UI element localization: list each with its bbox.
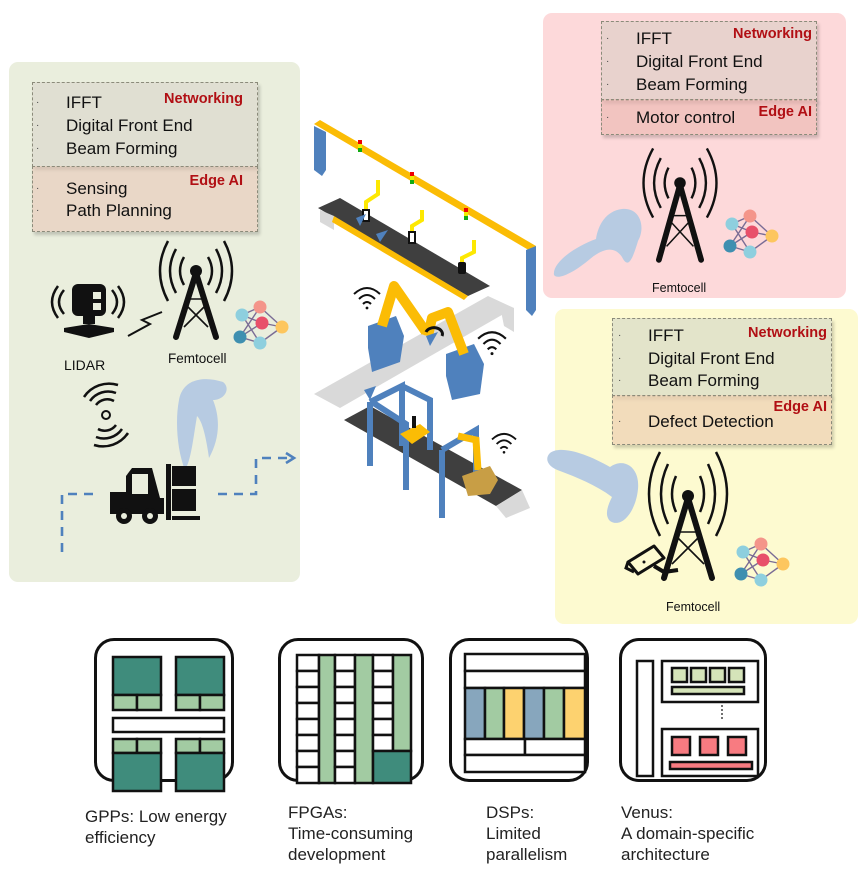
neural-network-icon bbox=[734, 537, 790, 587]
task-item: ·Defect Detection bbox=[618, 412, 774, 431]
venus-card bbox=[619, 638, 767, 782]
fpga-chip-icon bbox=[295, 653, 413, 785]
cell-tower-icon bbox=[647, 451, 729, 581]
neural-network-icon bbox=[233, 300, 289, 350]
networking-tag: Networking bbox=[164, 91, 243, 107]
task-item: ·IFFT bbox=[606, 29, 672, 48]
edge-ai-task-box: Edge AI ·Defect Detection bbox=[612, 395, 832, 445]
beam-shape bbox=[547, 449, 639, 523]
factory-illustration bbox=[314, 120, 536, 518]
gpp-chip-icon bbox=[111, 655, 226, 793]
task-item: ·Path Planning bbox=[36, 201, 172, 220]
task-item: ·Motor control bbox=[606, 108, 736, 127]
task-item: ·Beam Forming bbox=[618, 371, 760, 390]
femtocell-label: Femtocell bbox=[168, 351, 227, 366]
forklift-icon bbox=[110, 464, 200, 524]
task-item: ·Digital Front End bbox=[618, 349, 775, 368]
beam-shape bbox=[177, 379, 227, 470]
femtocell-label: Femtocell bbox=[666, 600, 721, 614]
task-item: ·IFFT bbox=[618, 326, 684, 345]
task-item: ·Beam Forming bbox=[36, 139, 178, 158]
neural-network-icon bbox=[723, 209, 779, 259]
task-item: ·IFFT bbox=[36, 93, 102, 112]
cell-tower-icon bbox=[642, 147, 718, 263]
path-arrow bbox=[60, 451, 297, 552]
lightning-link-icon bbox=[127, 311, 163, 337]
security-camera-icon bbox=[624, 544, 679, 576]
venus-chip-icon bbox=[635, 659, 760, 778]
networking-tag: Networking bbox=[748, 325, 827, 341]
task-item: ·Digital Front End bbox=[36, 116, 193, 135]
edge-ai-tag: Edge AI bbox=[773, 399, 827, 415]
dsp-chip-icon bbox=[463, 652, 587, 774]
task-item: ·Beam Forming bbox=[606, 75, 748, 94]
lidar-icon bbox=[50, 284, 126, 338]
edge-ai-task-box: Edge AI ·Sensing ·Path Planning bbox=[32, 166, 258, 232]
cell-tower-icon bbox=[158, 240, 234, 340]
beam-shape bbox=[553, 208, 642, 277]
femtocell-label: Femtocell bbox=[652, 281, 707, 295]
edge-ai-tag: Edge AI bbox=[189, 173, 243, 189]
wifi-icon bbox=[353, 287, 381, 310]
fpga-card bbox=[278, 638, 424, 785]
lidar-label: LIDAR bbox=[64, 357, 106, 373]
wifi-icon bbox=[82, 382, 130, 448]
edge-ai-task-box: Edge AI ·Motor control bbox=[601, 99, 817, 135]
wifi-icon bbox=[491, 432, 517, 454]
networking-task-box: Networking ·IFFT ·Digital Front End ·Bea… bbox=[32, 82, 258, 167]
wifi-icon bbox=[477, 331, 507, 356]
edge-ai-tag: Edge AI bbox=[758, 104, 812, 120]
task-item: ·Digital Front End bbox=[606, 52, 763, 71]
networking-task-box: Networking ·IFFT ·Digital Front End ·Bea… bbox=[601, 21, 817, 101]
networking-tag: Networking bbox=[733, 26, 812, 42]
dsp-card bbox=[449, 638, 589, 782]
networking-task-box: Networking ·IFFT ·Digital Front End ·Bea… bbox=[612, 318, 832, 397]
task-item: ·Sensing bbox=[36, 179, 128, 198]
gpp-card bbox=[94, 638, 234, 793]
